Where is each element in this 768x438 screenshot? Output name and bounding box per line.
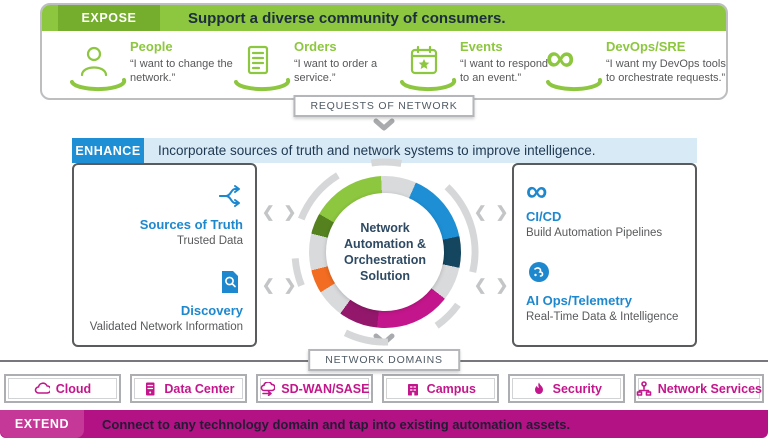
- persona-name: Orders: [294, 39, 337, 54]
- aiops-item: AI Ops/Telemetry Real-Time Data & Intell…: [526, 259, 683, 323]
- item-subtitle: Build Automation Pipelines: [526, 227, 663, 239]
- domain-cloud: Cloud: [4, 374, 121, 403]
- sd-wan-sase-icon: [260, 381, 276, 396]
- enhance-header-bar: ENHANCE Incorporate sources of truth and…: [72, 138, 697, 163]
- extend-headline: Connect to any technology domain and tap…: [102, 416, 571, 432]
- branch-flow-icon: [219, 185, 240, 207]
- orbit-swoosh-icon: [70, 78, 127, 92]
- expose-tab: EXPOSE: [58, 5, 160, 31]
- domain-label: Cloud: [55, 381, 92, 396]
- campus-icon: [407, 383, 418, 396]
- document-search-icon: [222, 271, 238, 293]
- domain-label: Network Services: [657, 381, 762, 396]
- domain-campus: Campus: [381, 374, 499, 403]
- ai-brain-icon: [529, 262, 549, 282]
- orbit-swoosh-icon: [400, 78, 457, 92]
- orbit-swoosh-icon: [234, 78, 291, 92]
- item-title: AI Ops/Telemetry: [526, 293, 632, 308]
- domains-row: Cloud Data Center SD-WAN/SASE Campus: [4, 374, 764, 403]
- cicd-item: ∞ CI/CD Build Automation Pipelines: [526, 175, 683, 240]
- chevron-down-icon: [373, 118, 395, 131]
- enhance-tab: ENHANCE: [72, 138, 144, 163]
- cloud-icon: [34, 381, 50, 394]
- persona-name: Events: [460, 39, 503, 54]
- sources-panel: Sources of Truth Trusted Data Discovery …: [72, 163, 257, 347]
- domain-sd-wan-sase: SD-WAN/SASE: [255, 374, 373, 403]
- item-subtitle: Trusted Data: [176, 235, 243, 247]
- exchange-chevrons-icon: ❮❯: [262, 204, 306, 221]
- exchange-chevrons-icon: ❮❯: [474, 277, 518, 294]
- discovery-item: Discovery Validated Network Information: [86, 269, 243, 333]
- persona-people: People “I want to change the network.”: [68, 38, 236, 94]
- pipelines-panel: ∞ CI/CD Build Automation Pipelines AI Op…: [512, 163, 697, 347]
- expose-headline: Support a diverse community of consumers…: [188, 9, 506, 27]
- expose-header-bar: EXPOSE Support a diverse community of co…: [42, 5, 726, 31]
- requests-of-network-label: REQUESTS OF NETWORK: [293, 95, 475, 117]
- domain-label: Campus: [426, 381, 476, 396]
- network-services-icon: [636, 381, 652, 396]
- solution-title: Network Automation & Orchestration Solut…: [344, 220, 426, 284]
- item-title: CI/CD: [526, 209, 562, 224]
- exchange-chevrons-icon: ❮❯: [262, 277, 306, 294]
- item-title: Discovery: [180, 303, 243, 318]
- extend-tab: EXTEND: [0, 410, 84, 438]
- data-center-icon: [146, 382, 155, 395]
- order-document-icon: [247, 45, 269, 75]
- infinity-devops-icon: ∞: [546, 36, 575, 80]
- domain-label: Security: [552, 381, 602, 396]
- item-title: Sources of Truth: [139, 217, 243, 232]
- domain-data-center: Data Center: [129, 374, 247, 403]
- persona-quote: “I want to respond to an event.”: [460, 58, 549, 85]
- persona-events: Events “I want to respond to an event.”: [398, 38, 556, 94]
- infinity-pipeline-icon: ∞: [526, 175, 548, 208]
- security-flame-icon: [534, 382, 543, 394]
- persona-devops-sre: ∞ DevOps/SRE “I want my DevOps tools to …: [544, 36, 728, 94]
- item-subtitle: Validated Network Information: [89, 321, 243, 333]
- persona-name: DevOps/SRE: [606, 39, 686, 54]
- network-domains-label: NETWORK DOMAINS: [308, 349, 460, 371]
- persona-orders: Orders “I want to order a service.”: [232, 38, 394, 94]
- persona-name: People: [130, 39, 173, 54]
- persona-quote: “I want to change the network.”: [130, 58, 233, 85]
- enhance-headline: Incorporate sources of truth and network…: [144, 138, 697, 163]
- expose-section: EXPOSE Support a diverse community of co…: [40, 3, 728, 100]
- exchange-chevrons-icon: ❮❯: [474, 204, 518, 221]
- calendar-event-icon: [410, 45, 438, 75]
- persona-quote: “I want my DevOps tools to orchestrate r…: [606, 58, 726, 85]
- solution-wheel: Network Automation & Orchestration Solut…: [309, 176, 461, 328]
- orbit-swoosh-icon: [546, 78, 603, 92]
- solution-core: Network Automation & Orchestration Solut…: [326, 193, 444, 311]
- extend-section: EXTEND Connect to any technology domain …: [0, 410, 768, 438]
- domain-security: Security: [507, 374, 625, 403]
- domain-network-services: Network Services: [633, 374, 764, 403]
- persona-quote: “I want to order a service.”: [294, 58, 378, 85]
- item-subtitle: Real-Time Data & Intelligence: [526, 311, 679, 323]
- sources-of-truth-item: Sources of Truth Trusted Data: [86, 183, 243, 247]
- person-icon: [80, 46, 108, 77]
- domain-label: SD-WAN/SASE: [281, 381, 370, 396]
- domain-label: Data Center: [164, 381, 235, 396]
